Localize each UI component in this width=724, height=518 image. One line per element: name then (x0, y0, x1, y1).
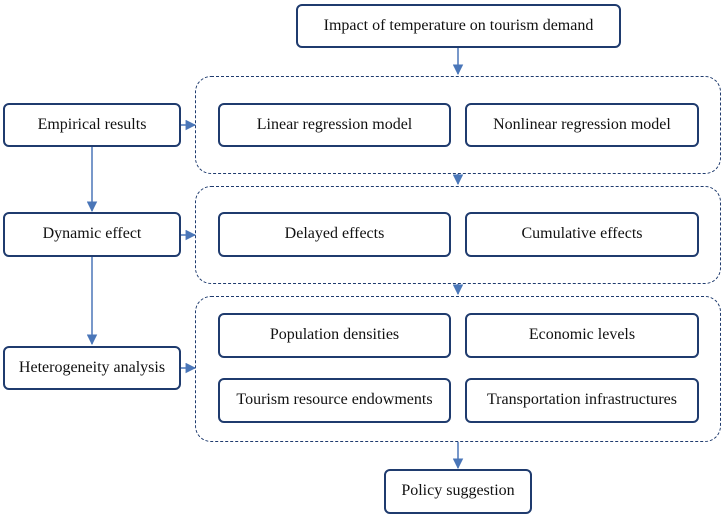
linear-regression-model-box: Linear regression model (218, 103, 451, 147)
economic-levels-box: Economic levels (465, 313, 699, 358)
tourism-resource-endowments-box: Tourism resource endowments (218, 378, 451, 423)
transportation-infrastructures-box: Transportation infrastructures (465, 378, 699, 423)
delayed-effects-box: Delayed effects (218, 212, 451, 257)
group-empirical-results (195, 76, 721, 174)
population-densities-box: Population densities (218, 313, 451, 358)
group-heterogeneity-analysis (195, 296, 721, 442)
nonlinear-regression-model-box: Nonlinear regression model (465, 103, 699, 147)
title-box: Impact of temperature on tourism demand (296, 4, 621, 48)
dynamic-effect-box: Dynamic effect (3, 212, 181, 257)
group-dynamic-effect (195, 186, 721, 284)
heterogeneity-analysis-box: Heterogeneity analysis (3, 346, 181, 390)
empirical-results-box: Empirical results (3, 103, 181, 147)
cumulative-effects-box: Cumulative effects (465, 212, 699, 257)
policy-suggestion-box: Policy suggestion (384, 469, 532, 514)
